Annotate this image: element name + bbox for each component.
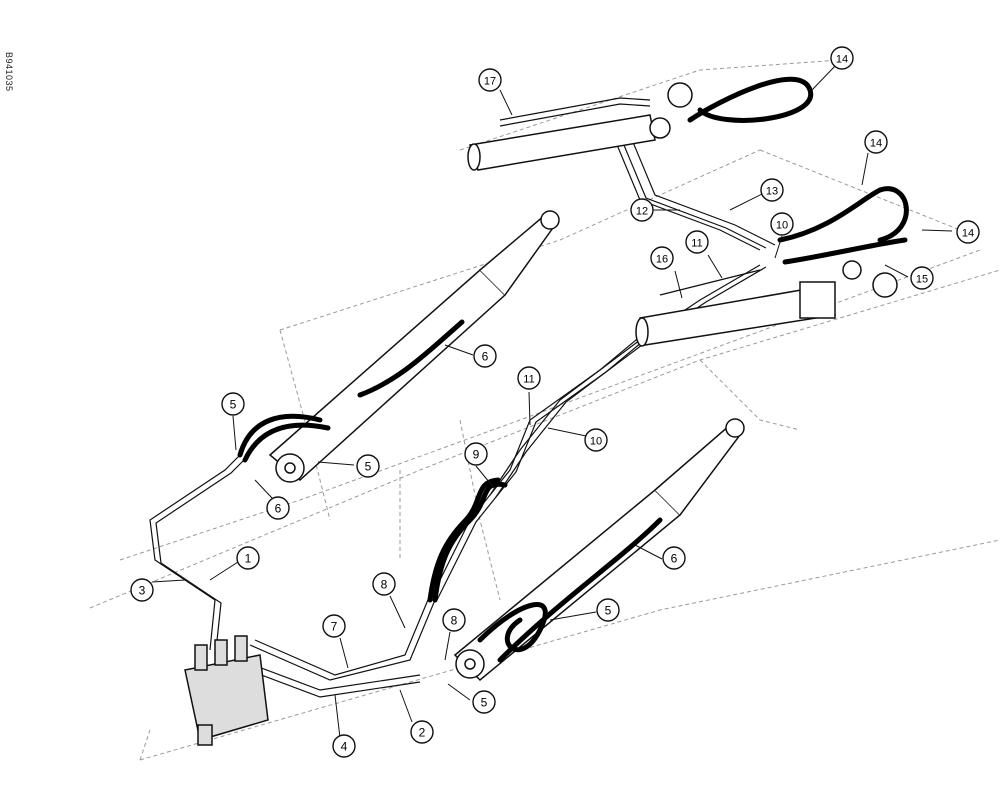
loader-frame-outline [89, 59, 1000, 761]
callout-circle [956, 220, 980, 244]
callout-c11b: 11 [685, 230, 709, 254]
callout-circle [760, 178, 784, 202]
callout-label: 17 [484, 76, 496, 88]
callout-c10b: 10 [770, 212, 794, 236]
callout-label: 13 [766, 186, 778, 198]
callout-c5b: 5 [356, 454, 380, 478]
callout-c5a: 5 [221, 392, 245, 416]
callout-c16: 16 [650, 246, 674, 270]
callout-circle [472, 690, 496, 714]
callout-label: 10 [776, 220, 788, 232]
steel-tubes [149, 97, 776, 698]
callout-c6c: 6 [662, 546, 686, 570]
callout-circle [630, 198, 654, 222]
bucket-cylinder-upper [467, 82, 693, 171]
callout-c8a: 8 [372, 572, 396, 596]
callout-circle [356, 454, 380, 478]
callout-c3: 3 [130, 578, 154, 602]
callout-circle [650, 246, 674, 270]
callout-circle [266, 496, 290, 520]
callout-label: 14 [836, 54, 848, 66]
callout-circle [410, 720, 434, 744]
callout-label: 8 [381, 578, 388, 592]
callout-label: 5 [481, 696, 488, 710]
callout-label: 3 [139, 584, 146, 598]
callout-c2: 2 [410, 720, 434, 744]
callout-circle [372, 572, 396, 596]
callout-c5c: 5 [596, 598, 620, 622]
callout-c1: 1 [236, 546, 260, 570]
callout-c7: 7 [322, 614, 346, 638]
callout-label: 11 [691, 238, 702, 250]
callout-circle [478, 68, 502, 92]
callout-c17: 17 [478, 68, 502, 92]
callout-label: 14 [962, 228, 974, 240]
callout-circle [473, 344, 497, 368]
callout-c6b: 6 [266, 496, 290, 520]
callout-label: 4 [341, 740, 348, 754]
callout-c9: 9 [464, 442, 488, 466]
callout-circle [596, 598, 620, 622]
callout-label: 8 [451, 614, 458, 628]
lift-cylinder-left [268, 210, 560, 483]
callout-circle [685, 230, 709, 254]
callout-c15: 15 [910, 266, 934, 290]
leader-lines [151, 64, 953, 739]
lift-cylinder-right [453, 418, 745, 682]
callout-c6a: 6 [473, 344, 497, 368]
callout-circle [910, 266, 934, 290]
control-valve [184, 635, 269, 746]
callout-c12: 12 [630, 198, 654, 222]
callout-label: 15 [916, 274, 928, 286]
callout-circle [332, 734, 356, 758]
callout-c14b: 14 [864, 130, 888, 154]
callout-label: 6 [275, 502, 282, 516]
callout-label: 9 [473, 448, 480, 462]
callout-circle [864, 130, 888, 154]
callout-label: 11 [523, 374, 534, 386]
callout-c8b: 8 [442, 608, 466, 632]
callout-circle [517, 366, 541, 390]
callout-c11a: 11 [517, 366, 541, 390]
hydraulic-hoses [237, 76, 909, 663]
callout-label: 10 [590, 436, 602, 448]
callout-label: 7 [331, 620, 338, 634]
callout-circle [236, 546, 260, 570]
bucket-cylinder-lower [635, 260, 898, 347]
callout-c14a: 14 [830, 46, 854, 70]
callout-circle [662, 546, 686, 570]
callout-c14c: 14 [956, 220, 980, 244]
callout-label: 5 [230, 398, 237, 412]
callout-label: 2 [419, 726, 426, 740]
callout-label: 6 [671, 552, 678, 566]
callout-circle [770, 212, 794, 236]
callout-c5d: 5 [472, 690, 496, 714]
callout-label: 5 [605, 604, 612, 618]
callout-label: 12 [636, 206, 648, 218]
callout-circle [130, 578, 154, 602]
callout-label: 14 [870, 138, 882, 150]
callout-circle [464, 442, 488, 466]
callout-c10a: 10 [584, 428, 608, 452]
callout-label: 1 [245, 552, 252, 566]
callout-c4: 4 [332, 734, 356, 758]
callout-c13: 13 [760, 178, 784, 202]
callout-circle [830, 46, 854, 70]
drawing-code: B941035 [4, 52, 14, 92]
callout-circle [442, 608, 466, 632]
callout-circle [584, 428, 608, 452]
callout-label: 16 [656, 254, 668, 266]
callout-circle [322, 614, 346, 638]
callout-label: 6 [482, 350, 489, 364]
callout-circle [221, 392, 245, 416]
callout-label: 5 [365, 460, 372, 474]
